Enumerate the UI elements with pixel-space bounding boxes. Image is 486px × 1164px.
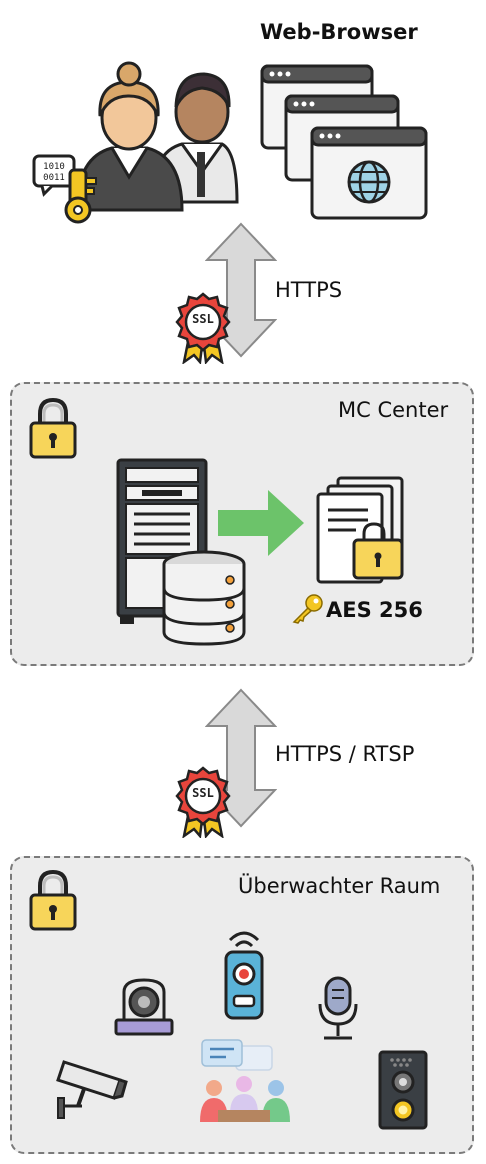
padlock-icon-monitored-room [28, 868, 78, 932]
encrypted-documents-illustration [316, 474, 408, 586]
meeting-people-icon [196, 1036, 292, 1128]
ssl-badge-lower: SSL [174, 766, 232, 838]
microphone-icon [314, 976, 362, 1042]
mc-center-title: MC Center [338, 398, 449, 422]
key-icon [64, 168, 97, 224]
door-intercom-icon [378, 1050, 428, 1130]
remote-control-icon [218, 926, 270, 1020]
flow-arrow-green [218, 488, 306, 558]
browser-windows-illustration [258, 62, 430, 222]
ptz-camera-icon [112, 976, 176, 1038]
users-illustration: 1010 0011 [32, 52, 242, 224]
ssl-badge-upper-text: SSL [192, 312, 214, 326]
svg-text:0011: 0011 [43, 173, 65, 183]
lower-protocol-label: HTTPS / RTSP [275, 742, 415, 766]
encryption-label: AES 256 [326, 598, 423, 622]
speech-bubbles-icon [201, 1039, 273, 1071]
woman-icon [75, 61, 184, 212]
document-lock-icon [352, 522, 404, 580]
server-rack-icon [116, 458, 208, 624]
padlock-icon-mc-center [28, 396, 78, 460]
svg-text:1010: 1010 [43, 162, 65, 172]
binary-chat-icon: 1010 0011 [32, 154, 76, 197]
upper-protocol-label: HTTPS [275, 278, 343, 302]
globe-icon [347, 160, 391, 204]
ssl-badge-lower-text: SSL [192, 786, 214, 800]
ssl-badge-upper: SSL [174, 292, 232, 364]
server-illustration [112, 456, 250, 648]
monitored-room-title: Überwachter Raum [238, 874, 441, 898]
database-icon [162, 550, 246, 646]
aes-key-icon [290, 594, 324, 624]
cctv-camera-icon [54, 1054, 128, 1120]
web-browser-label: Web-Browser [260, 20, 418, 44]
